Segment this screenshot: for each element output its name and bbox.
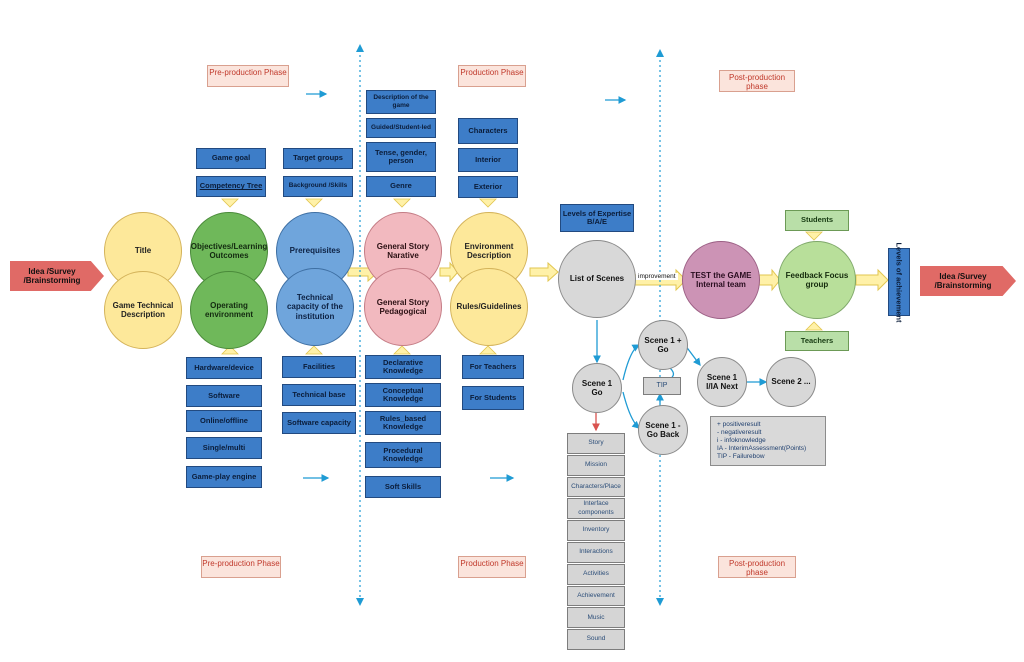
phase-direction-arrows bbox=[303, 90, 627, 482]
legend-line-3: i - infoknowledge bbox=[717, 437, 766, 444]
scene-component-item: Characters/Place bbox=[567, 476, 625, 498]
gameplay-engine-box: Game-play engine bbox=[186, 466, 262, 488]
flow-arrow-6 bbox=[855, 268, 889, 292]
legend-line-4: IA - InterimAssessment(Points) bbox=[717, 445, 807, 452]
phase-label-prod-top: Production Phase bbox=[458, 65, 526, 87]
phase-label-post-bottom: Post-production phase bbox=[718, 556, 796, 578]
levels-of-achievement-box: Levels of achievement bbox=[888, 242, 910, 322]
levels-of-achievement-label: Levels of achievement bbox=[894, 241, 904, 323]
scene-component-item: Interface components bbox=[567, 498, 625, 520]
feedback-focus-group-circle: Feedback Focus group bbox=[778, 241, 856, 319]
phase-label-post-top: Post-production phase bbox=[719, 70, 795, 92]
legend-line-2: - negativeresult bbox=[717, 429, 762, 436]
scene-component-item: Inventory bbox=[567, 520, 625, 541]
phase-label-pre-bottom: Pre-production Phase bbox=[201, 556, 281, 578]
soft-skills-box: Soft Skills bbox=[365, 476, 441, 498]
procedural-knowledge-box: Procedural Knowledge bbox=[365, 442, 441, 468]
scene-connectors bbox=[592, 320, 768, 432]
box-connector-triangles bbox=[221, 198, 823, 355]
scene2-circle: Scene 2 ... bbox=[766, 357, 816, 407]
background-skills-box: Background /Skills bbox=[283, 176, 353, 197]
for-teachers-box: For Teachers bbox=[462, 355, 524, 379]
levels-of-expertise-box: Levels of Expertise B/A/E bbox=[560, 204, 634, 232]
scene-component-item: Mission bbox=[567, 454, 625, 476]
scene1-minus-goback-circle: Scene 1 - Go Back bbox=[638, 405, 688, 455]
facilities-box: Facilities bbox=[282, 356, 356, 378]
declarative-knowledge-box: Declarative Knowledge bbox=[365, 355, 441, 379]
rules-based-knowledge-box: Rules_based Knowledge bbox=[365, 411, 441, 435]
idea-arrow-left: Idea /Survey /Brainstorming bbox=[10, 261, 104, 291]
interior-box: Interior bbox=[458, 148, 518, 172]
students-box: Students bbox=[785, 210, 849, 231]
operating-environment-circle: Operating environment bbox=[190, 271, 268, 349]
software-capacity-box: Software capacity bbox=[282, 412, 356, 434]
teachers-box: Teachers bbox=[785, 331, 849, 351]
legend-box: + positiveresult - negativeresult i - in… bbox=[710, 416, 826, 466]
technical-capacity-circle: Technical capacity of the institution bbox=[276, 268, 354, 346]
scene1-plus-go-circle: Scene 1 + Go bbox=[638, 320, 688, 370]
game-technical-description-circle: Game Technical Description bbox=[104, 271, 182, 349]
software-box: Software bbox=[186, 385, 262, 407]
scene-component-item: Achievement bbox=[567, 585, 625, 607]
improvement-label: improvement bbox=[636, 273, 678, 280]
phase-label-pre-top: Pre-production Phase bbox=[207, 65, 289, 87]
tense-gender-person-box: Tense, gender, person bbox=[366, 142, 436, 172]
scene-component-item: Story bbox=[567, 433, 625, 454]
game-goal-box: Game goal bbox=[196, 148, 266, 169]
genre-box: Genre bbox=[366, 176, 436, 197]
list-of-scenes-circle: List of Scenes bbox=[558, 240, 636, 318]
phase-dividers bbox=[359, 50, 661, 600]
flow-arrow-3 bbox=[529, 261, 559, 283]
legend-line-1: + positiveresult bbox=[717, 421, 761, 428]
scene1-ia-next-circle: Scene 1 I/IA Next bbox=[697, 357, 747, 407]
online-offline-box: Online/offline bbox=[186, 410, 262, 432]
idea-arrow-right: Idea /Survey /Brainstorming bbox=[920, 266, 1016, 296]
scene-component-item: Interactions bbox=[567, 542, 625, 563]
tip-box: TIP bbox=[643, 377, 681, 395]
rules-guidelines-circle: Rules/Guidelines bbox=[450, 268, 528, 346]
hardware-device-box: Hardware/device bbox=[186, 357, 262, 379]
divider-arrowheads bbox=[356, 44, 664, 606]
general-story-pedagogical-circle: General Story Pedagogical bbox=[364, 268, 442, 346]
scene1-go-circle: Scene 1 Go bbox=[572, 363, 622, 413]
technical-base-box: Technical base bbox=[282, 384, 356, 406]
for-students-box: For Students bbox=[462, 386, 524, 410]
characters-box: Characters bbox=[458, 118, 518, 144]
single-multi-box: Single/multi bbox=[186, 437, 262, 459]
description-of-game-box: Description of the game bbox=[366, 90, 436, 114]
test-the-game-circle: TEST the GAME Internal team bbox=[682, 241, 760, 319]
conceptual-knowledge-box: Conceptual Knowledge bbox=[365, 383, 441, 407]
scene-component-item: Activities bbox=[567, 563, 625, 585]
main-flow-arrows bbox=[347, 261, 889, 292]
scene-component-item: Sound bbox=[567, 629, 625, 650]
exterior-box: Exterior bbox=[458, 176, 518, 198]
guided-student-led-box: Guided/Student-led bbox=[366, 118, 436, 138]
scene-component-item: Music bbox=[567, 607, 625, 629]
target-groups-box: Target groups bbox=[283, 148, 353, 169]
phase-label-prod-bottom: Production Phase bbox=[458, 556, 526, 578]
competency-tree-box: Competency Tree bbox=[196, 176, 266, 197]
flow-arrow-5 bbox=[757, 268, 781, 292]
legend-line-5: TIP - Failurebow bbox=[717, 453, 765, 460]
